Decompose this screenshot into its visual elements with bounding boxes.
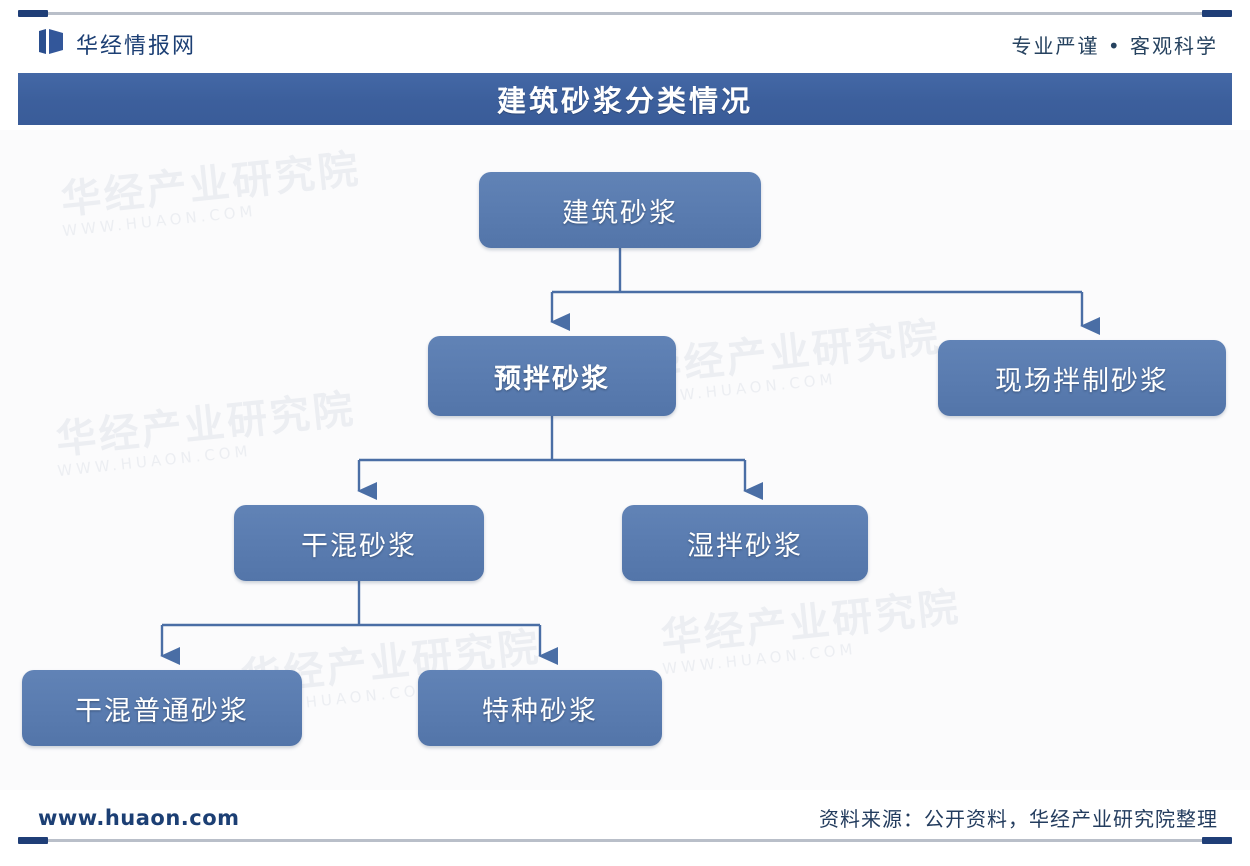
node-干混普通砂浆[interactable]: 干混普通砂浆: [22, 670, 302, 746]
header-tagline: 专业严谨 • 客观科学: [1011, 33, 1218, 58]
node-湿拌砂浆[interactable]: 湿拌砂浆: [622, 505, 868, 581]
node-label: 干混普通砂浆: [75, 695, 249, 727]
node-label: 湿拌砂浆: [687, 530, 803, 562]
page-footer: www.huaon.com 资料来源：公开资料，华经产业研究院整理: [18, 798, 1232, 850]
node-label: 干混砂浆: [301, 530, 417, 562]
node-现场拌制砂浆[interactable]: 现场拌制砂浆: [938, 340, 1226, 416]
node-特种砂浆[interactable]: 特种砂浆: [418, 670, 662, 746]
node-建筑砂浆[interactable]: 建筑砂浆: [479, 172, 761, 248]
book-mark-icon: [38, 29, 65, 59]
page-title: 建筑砂浆分类情况: [496, 84, 753, 118]
node-label: 预拌砂浆: [494, 363, 610, 395]
brand: 华经情报网: [18, 28, 196, 60]
footer-accent-rule: [18, 837, 1232, 844]
footer-url[interactable]: www.huaon.com: [38, 806, 240, 830]
top-accent-rule: [18, 10, 1232, 17]
title-banner: 建筑砂浆分类情况: [18, 73, 1232, 125]
node-label: 现场拌制砂浆: [995, 365, 1169, 397]
page-header: 华经情报网 专业严谨 • 客观科学: [18, 20, 1232, 68]
node-label: 特种砂浆: [482, 695, 598, 727]
footer-source: 资料来源：公开资料，华经产业研究院整理: [819, 807, 1218, 831]
node-干混砂浆[interactable]: 干混砂浆: [234, 505, 484, 581]
connector-lines: [160, 248, 1100, 665]
node-预拌砂浆[interactable]: 预拌砂浆: [428, 336, 676, 416]
diagram-canvas: 华经产业研究院 WWW.HUAON.COM 华经产业研究院 WWW.HUAON.…: [0, 130, 1250, 790]
brand-name: 华经情报网: [76, 34, 197, 59]
node-label: 建筑砂浆: [562, 197, 678, 229]
